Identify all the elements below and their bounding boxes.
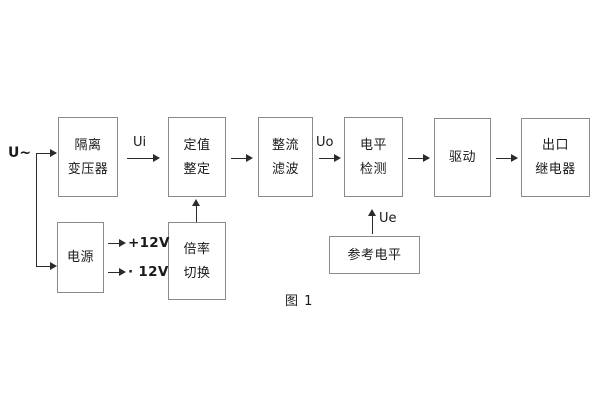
block-output-relay[interactable]: 出口 继电器 <box>521 118 590 197</box>
block-line: 驱动 <box>448 150 476 165</box>
arrow-rectify-to-level-head <box>334 154 341 162</box>
block-drive[interactable]: 驱动 <box>434 118 491 197</box>
input-label-u: U~ <box>8 145 32 161</box>
block-line: 电平 <box>359 137 387 153</box>
branch-to-transformer-arrow <box>50 149 57 157</box>
arrow-setting-to-rectify-line <box>231 158 251 159</box>
branch-to-power-supply-line <box>36 266 52 267</box>
input-bus-vertical-line <box>36 153 37 266</box>
block-multiplier-switch[interactable]: 倍率 切换 <box>168 222 226 300</box>
block-line: 倍率 <box>183 241 211 257</box>
block-rectify-filter[interactable]: 整流 滤波 <box>258 117 313 197</box>
arrow-level-to-drive-line <box>408 158 429 159</box>
arrow-drive-to-relay-head <box>511 154 518 162</box>
block-power-supply[interactable]: 电源 <box>57 222 104 293</box>
figure-caption: 图 1 <box>285 294 314 309</box>
block-setting-value[interactable]: 定值 整定 <box>168 117 226 197</box>
block-reference-level[interactable]: 参考电平 <box>329 236 420 274</box>
arrow-multiplier-to-setting-head <box>192 199 200 206</box>
arrow-transformer-to-setting-head <box>153 154 160 162</box>
arrow-level-to-drive-head <box>423 154 430 162</box>
rail-positive-line <box>108 243 122 244</box>
signal-label-ue: Ue <box>379 211 397 226</box>
branch-to-power-supply-arrow <box>50 262 57 270</box>
block-line: 切换 <box>183 265 211 281</box>
block-line: 参考电平 <box>347 247 402 263</box>
block-isolation-transformer[interactable]: 隔离 变压器 <box>58 117 118 197</box>
signal-label-ui: Ui <box>133 135 147 150</box>
block-line: 整流 <box>271 137 299 153</box>
block-line: 继电器 <box>535 162 576 177</box>
rail-negative-arrow <box>119 268 126 276</box>
block-line: 滤波 <box>271 161 299 177</box>
block-line: 变压器 <box>67 161 109 177</box>
rail-negative-label: · 12V <box>128 264 169 280</box>
rail-positive-arrow <box>119 239 126 247</box>
block-line: 隔离 <box>74 137 102 153</box>
arrow-reference-to-level-line <box>372 213 373 234</box>
rail-positive-label: +12V <box>128 235 170 251</box>
rail-negative-line <box>108 272 122 273</box>
block-line: 电源 <box>66 250 94 265</box>
block-line: 定值 <box>183 137 211 153</box>
branch-to-transformer-line <box>36 153 52 154</box>
arrow-multiplier-to-setting-line <box>196 203 197 222</box>
block-line: 检测 <box>359 161 387 177</box>
signal-label-uo: Uo <box>316 135 334 150</box>
arrow-setting-to-rectify-head <box>246 154 253 162</box>
block-line: 整定 <box>183 161 211 177</box>
arrow-reference-to-level-head <box>368 209 376 216</box>
block-level-detection[interactable]: 电平 检测 <box>344 117 403 197</box>
block-line: 出口 <box>541 138 569 153</box>
arrow-rectify-to-level-line <box>319 158 339 159</box>
arrow-drive-to-relay-line <box>496 158 517 159</box>
arrow-transformer-to-setting-line <box>127 158 157 159</box>
